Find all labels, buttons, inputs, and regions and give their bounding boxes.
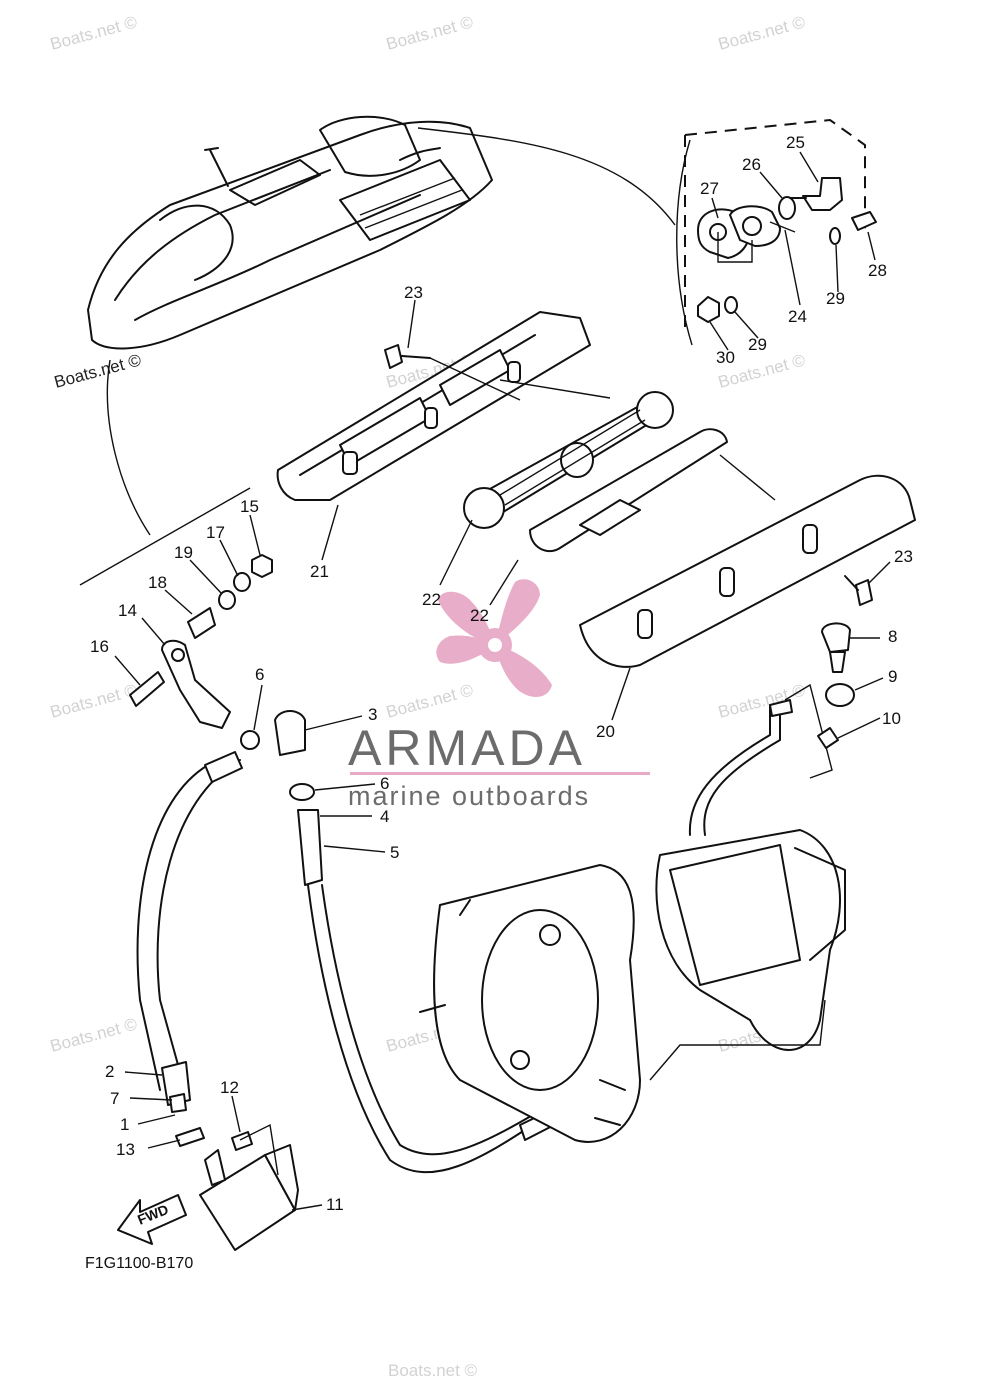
- callout-label: 13: [116, 1140, 135, 1159]
- callout-label: 28: [868, 261, 887, 280]
- callout-label: 2: [105, 1062, 114, 1081]
- callout-label: 29: [748, 335, 767, 354]
- intake-grille-assembly: [276, 311, 916, 668]
- callout-label: 12: [220, 1078, 239, 1097]
- callout-label: 22: [470, 606, 489, 625]
- callout-layer: 23 25 26 27 28 29 24 30 29 15 17 19 18 1…: [90, 133, 913, 1214]
- watermark: Boats.net ©: [716, 680, 807, 722]
- callout-label: 22: [422, 590, 441, 609]
- control-module: [175, 1123, 299, 1251]
- callout-label: 4: [380, 807, 389, 826]
- detail-box-drain: [676, 118, 877, 346]
- callout-label: 1: [120, 1115, 129, 1134]
- intake-housing: [419, 683, 846, 1143]
- callout-label: 30: [716, 348, 735, 367]
- callout-label: 23: [894, 547, 913, 566]
- callout-label: 3: [368, 705, 377, 724]
- callout-label: 5: [390, 843, 399, 862]
- logo-divider: [350, 772, 650, 775]
- watermark: Boats.net ©: [384, 12, 475, 54]
- callout-label: 27: [700, 179, 719, 198]
- hose-assembly: [136, 710, 561, 1174]
- watermark: Boats.net ©: [716, 12, 807, 54]
- watermark: Boats.net ©: [52, 350, 143, 392]
- callout-label: 16: [90, 637, 109, 656]
- callout-label: 6: [255, 665, 264, 684]
- watermark: Boats.net ©: [384, 680, 475, 722]
- callout-label: 11: [326, 1195, 344, 1214]
- brand-name: ARMADA: [348, 720, 586, 776]
- callout-label: 10: [882, 709, 901, 728]
- callout-label: 21: [310, 562, 329, 581]
- diagram-code: F1G1100-B170: [85, 1255, 193, 1272]
- callout-label: 9: [888, 667, 897, 686]
- callout-label: 17: [206, 523, 225, 542]
- callout-label: 15: [240, 497, 259, 516]
- drain-plug-assembly: [817, 622, 855, 749]
- callout-label: 29: [826, 289, 845, 308]
- callout-label: 20: [596, 722, 615, 741]
- watermark: Boats.net ©: [48, 12, 139, 54]
- watermark: Boats.net ©: [48, 680, 139, 722]
- callout-label: 14: [118, 601, 137, 620]
- armada-logo: ARMADA marine outboards: [348, 579, 650, 811]
- callout-label: 7: [110, 1089, 119, 1108]
- lead-line: [79, 487, 251, 586]
- fwd-arrow-icon: FWD: [117, 1194, 187, 1245]
- propeller-icon: [436, 579, 552, 697]
- callout-label: 25: [786, 133, 805, 152]
- bracket-assembly: [129, 554, 273, 729]
- lead-line: [417, 127, 676, 226]
- callout-label: 23: [404, 283, 423, 302]
- callout-label: 6: [380, 774, 389, 793]
- callout-label: 18: [148, 573, 167, 592]
- callout-label: 26: [742, 155, 761, 174]
- callout-label: 19: [174, 543, 193, 562]
- watermark: Boats.net ©: [48, 1014, 139, 1056]
- callout-label: 8: [888, 627, 897, 646]
- watercraft-hull: [87, 115, 493, 350]
- watermark: Boats.net ©: [388, 1361, 478, 1380]
- brand-tagline: marine outboards: [348, 781, 590, 811]
- callout-label: 24: [788, 307, 807, 326]
- lead-line: [106, 359, 151, 536]
